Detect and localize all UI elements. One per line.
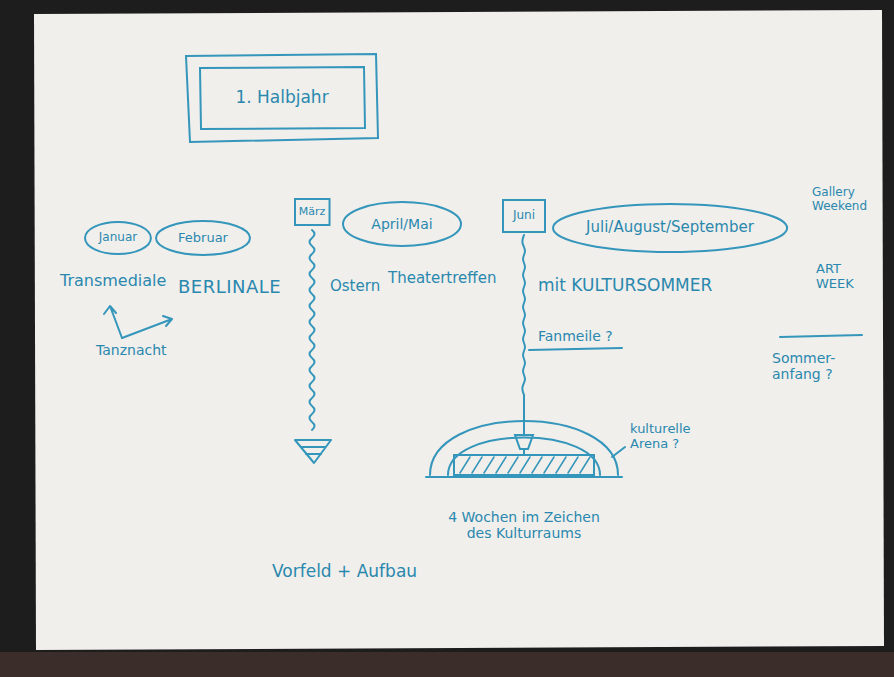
note-label: Fanmeile ? bbox=[538, 328, 613, 344]
node-text: Februar bbox=[178, 231, 228, 246]
note-label: BERLINALE bbox=[178, 277, 281, 298]
box-outline bbox=[295, 199, 330, 225]
node-text: März bbox=[299, 206, 326, 219]
funnel-symbol bbox=[295, 440, 331, 463]
outline-group bbox=[503, 200, 545, 232]
funnel-hatch bbox=[301, 447, 325, 454]
dome-node: 4 Wochen im Zeichen des Kulturraums bbox=[424, 395, 624, 545]
outline-group bbox=[343, 202, 461, 246]
outline-group bbox=[186, 54, 378, 142]
node-text: Juni bbox=[513, 209, 535, 223]
oval-outline bbox=[343, 202, 461, 246]
double-node: 1. Halbjahr bbox=[184, 52, 380, 144]
tanznacht-arrow bbox=[104, 306, 122, 338]
paper-sheet bbox=[34, 10, 884, 650]
oval-outline bbox=[553, 204, 787, 252]
separator-line bbox=[780, 335, 862, 337]
outline-group bbox=[295, 199, 330, 225]
rect-node: März bbox=[294, 198, 331, 226]
node-text: April/Mai bbox=[371, 216, 432, 232]
outline-group bbox=[156, 221, 250, 255]
stage-hatch bbox=[460, 457, 590, 473]
note-label: Tanznacht bbox=[96, 342, 167, 358]
cup-symbol bbox=[515, 435, 533, 449]
outline-group bbox=[426, 395, 622, 477]
squiggle-connector bbox=[522, 235, 525, 395]
node-text: Juli/August/September bbox=[586, 219, 754, 236]
dome-inner-arch bbox=[448, 438, 600, 476]
note-label: Theatertreffen bbox=[388, 270, 496, 287]
squiggle-line bbox=[310, 230, 315, 430]
underline-stroke bbox=[529, 348, 622, 350]
table-edge bbox=[0, 652, 894, 677]
ellipse-node: Juli/August/September bbox=[551, 202, 789, 254]
note-label: mit KULTURSOMMER bbox=[538, 276, 712, 296]
ellipse-node: April/Mai bbox=[341, 200, 463, 248]
inner-frame bbox=[200, 67, 365, 129]
rect-node: Juni bbox=[502, 199, 546, 233]
note-label: Sommer- anfang ? bbox=[772, 350, 846, 382]
oval-outline bbox=[85, 222, 151, 254]
node-text: 1. Halbjahr bbox=[235, 88, 328, 108]
note-label: ART WEEK bbox=[816, 262, 868, 292]
dome-base bbox=[426, 476, 622, 478]
note-label: Vorfeld + Aufbau bbox=[272, 562, 417, 582]
ellipse-node: Februar bbox=[154, 219, 252, 257]
node-text: Januar bbox=[99, 231, 137, 245]
outline-group bbox=[553, 204, 787, 252]
stem-line bbox=[523, 395, 525, 435]
note-label: Ostern bbox=[330, 278, 380, 295]
hatched-stage bbox=[454, 455, 594, 475]
tanznacht-arrow bbox=[122, 316, 172, 338]
box-outline bbox=[503, 200, 545, 232]
cup-stem bbox=[523, 449, 525, 455]
node-text: 4 Wochen im Zeichen des Kulturraums bbox=[434, 509, 614, 541]
outline-group bbox=[85, 222, 151, 254]
oval-outline bbox=[156, 221, 250, 255]
note-label: Gallery Weekend bbox=[812, 186, 878, 214]
note-label: kulturelle Arena ? bbox=[630, 422, 710, 452]
ellipse-node: Januar bbox=[83, 220, 153, 256]
outer-frame bbox=[186, 54, 378, 142]
note-label: Transmediale bbox=[60, 272, 166, 290]
